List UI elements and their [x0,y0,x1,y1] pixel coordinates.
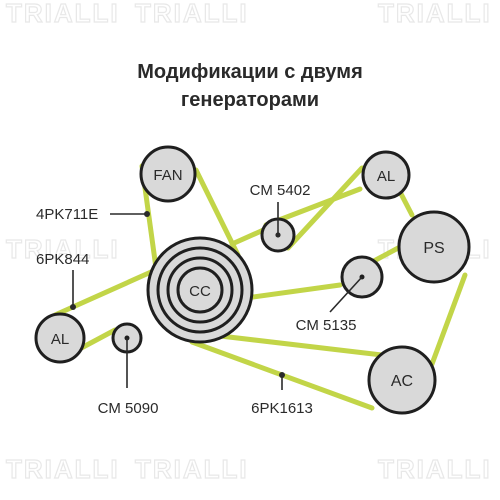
pulley-fan-label: FAN [153,167,182,184]
watermark-bottom-left: TRIALLI [6,454,120,484]
label-cm5135: CM 5135 [296,317,357,334]
label-cm5402: CM 5402 [250,182,311,199]
pulley-cc-label: CC [189,283,211,300]
pulley-ps-label: PS [423,240,444,257]
belt-upper-ps-to-cm5135 [369,244,403,265]
belt-upper-cm5135-to-cc [243,282,343,301]
label-4pk711e: 4PK711E [36,206,98,223]
watermark-mid-left: TRIALLI [6,234,120,264]
watermarks: TRIALLI TRIALLI TRIALLI TRIALLI TRIALLI … [5,0,492,485]
callout-labels: CM 5402 4PK711E 6PK844 CM 5135 CM 5090 6… [36,182,356,417]
watermark-top-right: TRIALLI [378,0,492,28]
belt-upper-cm5402-to-al [285,165,365,251]
watermark-top-center: TRIALLI [135,0,249,28]
label-6pk1613: 6PK1613 [251,400,313,417]
pulley-fan [139,145,197,203]
pulley-ps [397,210,471,284]
pulley-al-top-label: AL [377,168,395,185]
pulley-al-left [34,312,86,364]
leader-4pk711e-dot [144,211,150,217]
pulley-ac [367,345,437,415]
leader-cm5135 [329,276,363,313]
watermark-top-left: TRIALLI [6,0,120,28]
watermark-bottom-right: TRIALLI [378,454,492,484]
diagram-title-line-1: Модификации с двумя [137,61,363,83]
leader-6pk1613-dot [279,372,285,378]
belt-6pk1613-right [429,272,468,367]
belt-6pk1613-upper [209,332,385,358]
diagram-title-line-2: генераторами [180,89,320,111]
leader-cm5402-dot [275,232,281,238]
pulley-ac-label: AC [391,373,413,390]
pulley-cc-inner [176,266,224,314]
belt-4pk711e-right-strand [193,167,241,258]
watermark-bottom-center: TRIALLI [135,454,249,484]
leader-6pk844-dot [70,304,76,310]
label-6pk844: 6PK844 [36,251,89,268]
label-cm5090: CM 5090 [98,400,159,417]
pulley-al-top [361,150,411,200]
pulley-al-left-label: AL [51,331,69,348]
leaders [70,202,363,390]
